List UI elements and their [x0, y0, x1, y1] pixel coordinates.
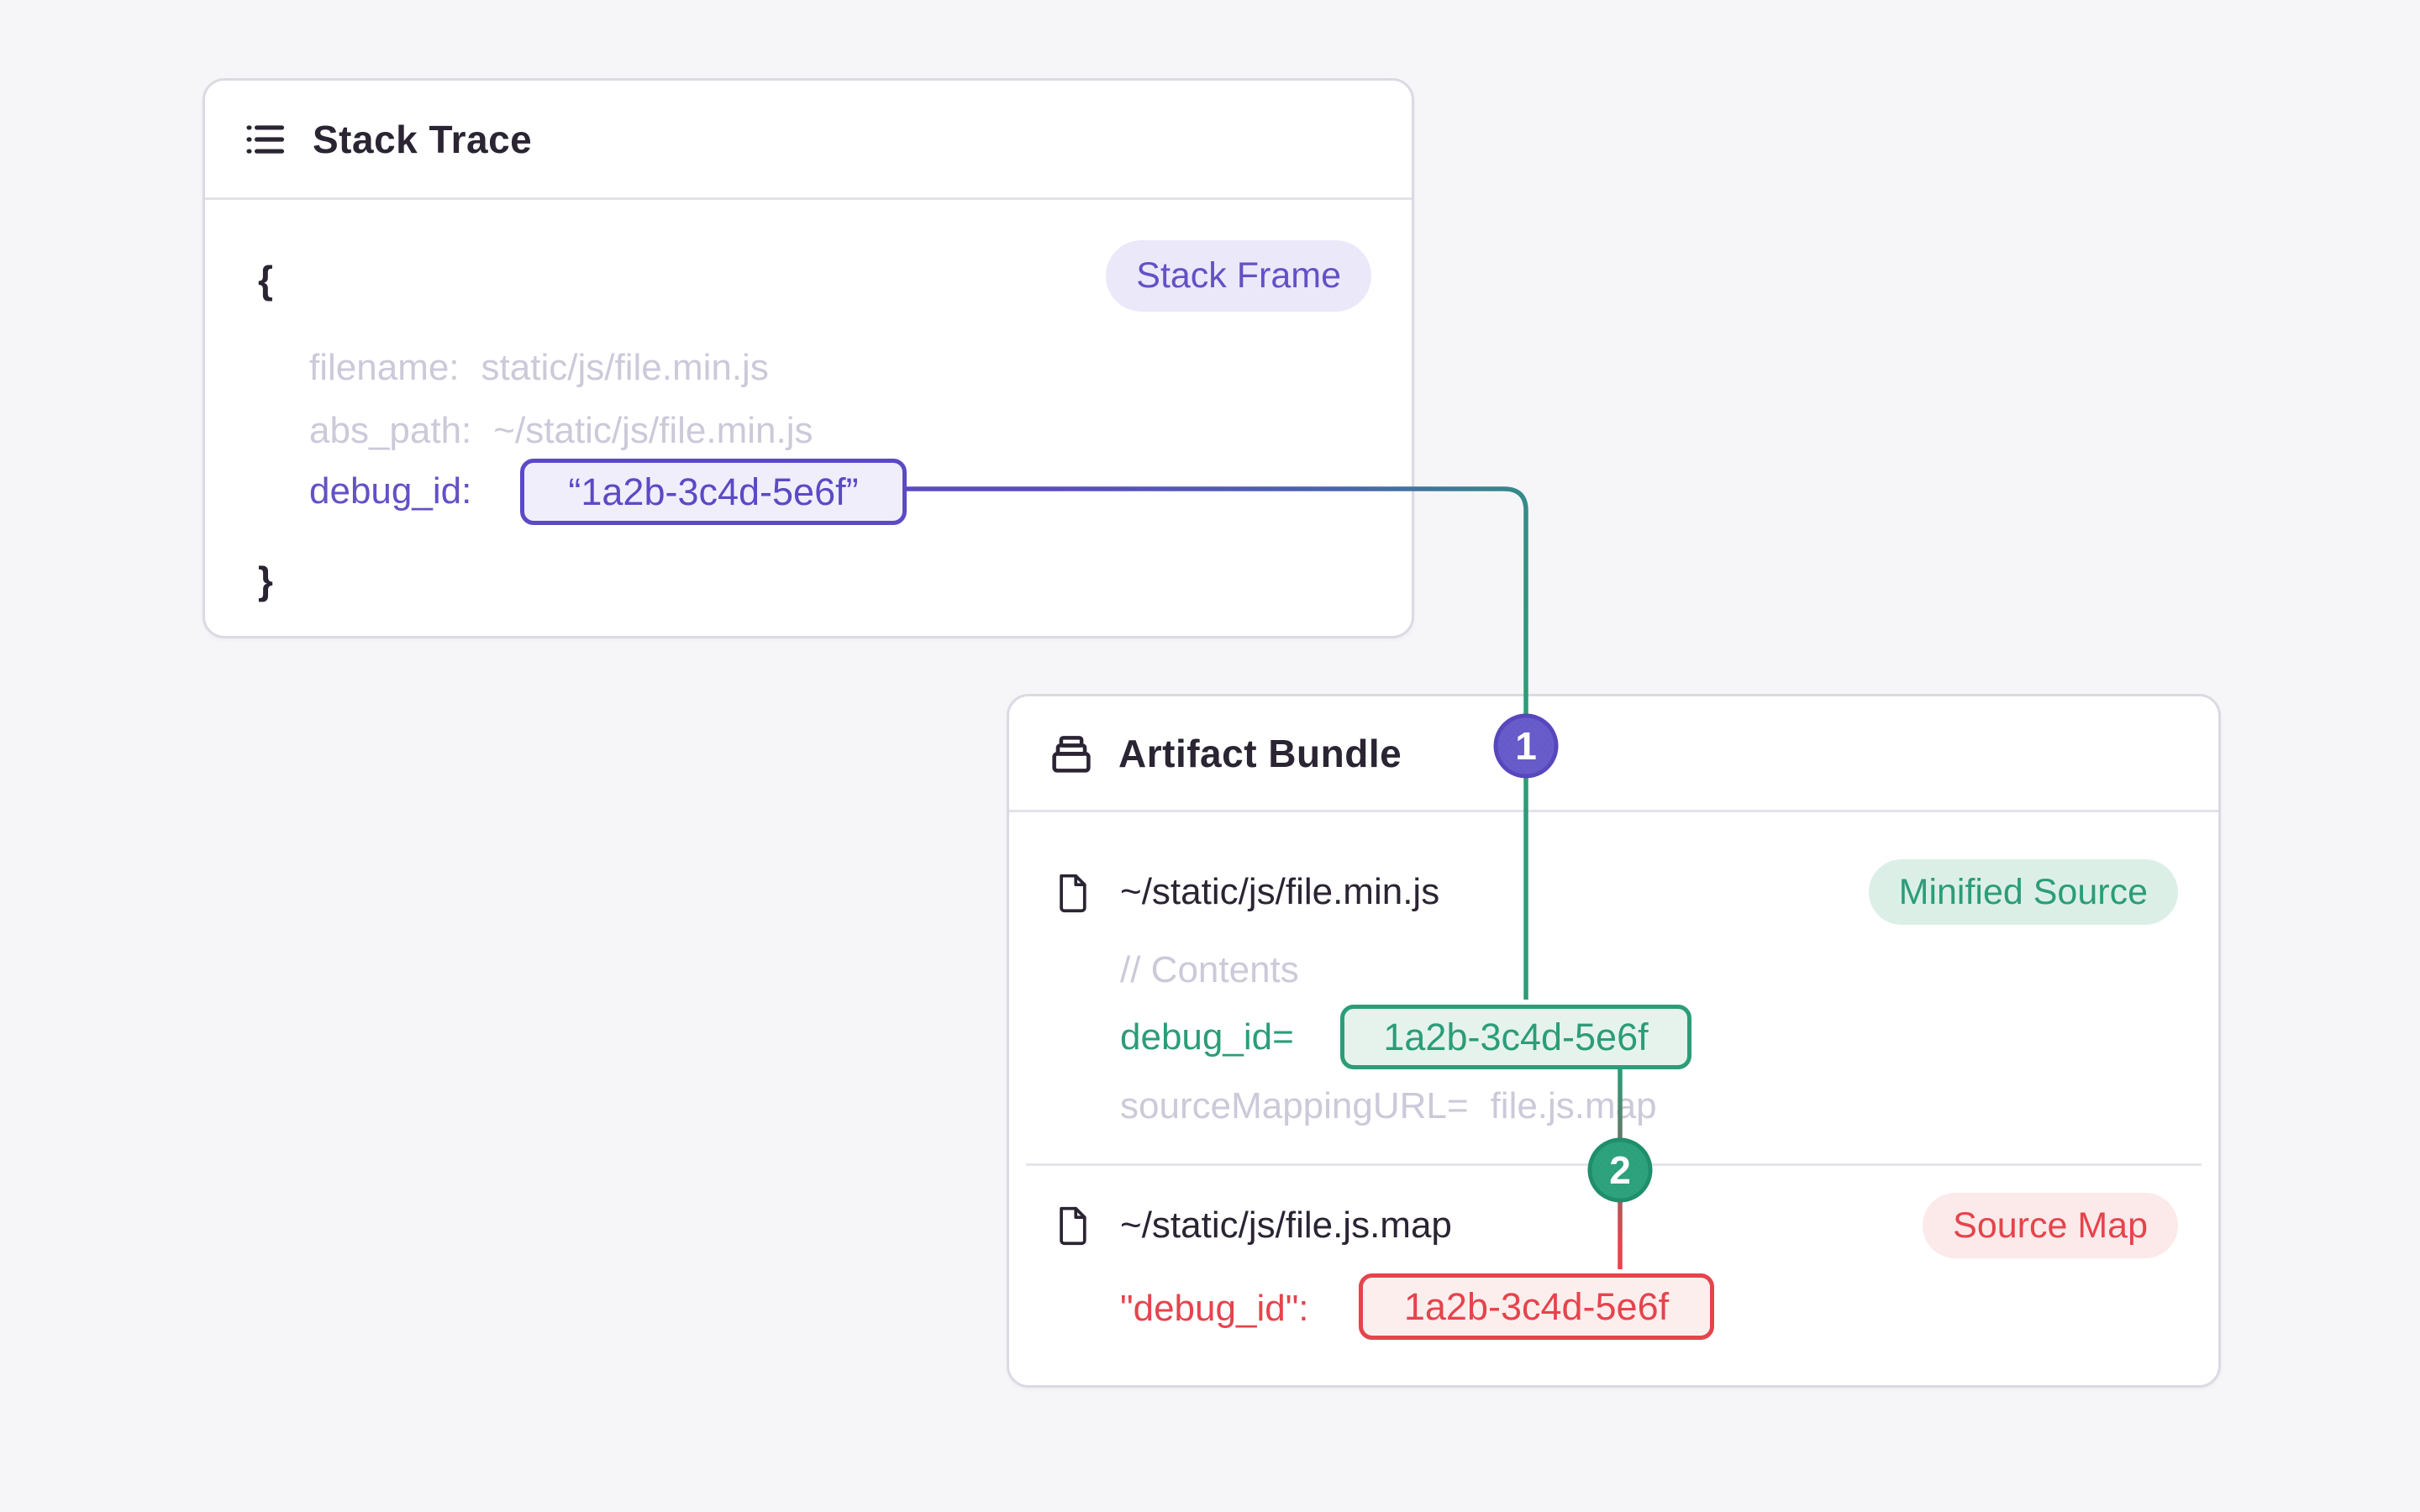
stack-frame-badge-label: Stack Frame	[1136, 255, 1341, 296]
file2-path: ~/static/js/file.js.map	[1120, 1205, 1452, 1246]
file1-debug-id-key: debug_id=	[1120, 1016, 1294, 1058]
file1-contents-comment: // Contents	[1120, 949, 1299, 990]
archive-icon	[1050, 732, 1093, 775]
frame-value-abs-path: ~/static/js/file.min.js	[493, 410, 813, 451]
file1-debug-id-value: 1a2b-3c4d-5e6f	[1340, 1005, 1691, 1069]
bundle-file-divider	[1026, 1163, 2202, 1166]
file-icon-min-js	[1053, 873, 1092, 913]
minified-source-badge: Minified Source	[1868, 859, 2178, 925]
frame-row-abs-path: abs_path: ~/static/js/file.min.js	[309, 410, 813, 452]
stack-trace-card: Stack Trace Stack Frame { filename: stat…	[203, 78, 1414, 638]
source-mapping-value: file.js.map	[1490, 1085, 1657, 1126]
frame-row-filename: filename: static/js/file.min.js	[309, 347, 769, 389]
stack-trace-header: Stack Trace	[205, 81, 1412, 200]
frame-key-debug-id: debug_id:	[309, 470, 472, 512]
list-icon	[244, 118, 287, 161]
stack-trace-debug-id-value: “1a2b-3c4d-5e6f”	[520, 459, 907, 525]
frame-key-filename: filename:	[309, 347, 460, 388]
stack-frame-badge: Stack Frame	[1106, 240, 1371, 312]
source-mapping-key: sourceMappingURL=	[1120, 1085, 1469, 1126]
minified-source-badge-label: Minified Source	[1898, 871, 2148, 912]
artifact-bundle-title: Artifact Bundle	[1118, 731, 1402, 775]
frame-value-filename: static/js/file.min.js	[481, 347, 769, 388]
close-brace: }	[258, 559, 273, 602]
stack-trace-title: Stack Trace	[313, 117, 533, 161]
artifact-bundle-header: Artifact Bundle	[1009, 696, 2218, 812]
file1-source-mapping-row: sourceMappingURL= file.js.map	[1120, 1085, 1657, 1127]
file2-debug-id-value: 1a2b-3c4d-5e6f	[1359, 1273, 1714, 1340]
frame-row-debug-id: debug_id:	[309, 470, 471, 512]
frame-key-abs-path: abs_path:	[309, 410, 472, 451]
source-map-badge: Source Map	[1923, 1193, 2178, 1258]
source-map-badge-label: Source Map	[1953, 1205, 2148, 1246]
open-brace: {	[258, 258, 273, 302]
file-icon-js-map	[1053, 1205, 1092, 1246]
artifact-bundle-card: Artifact Bundle ~/static/js/file.min.js …	[1007, 694, 2221, 1388]
file1-path: ~/static/js/file.min.js	[1120, 871, 1440, 912]
file2-debug-id-key: "debug_id":	[1120, 1288, 1309, 1329]
